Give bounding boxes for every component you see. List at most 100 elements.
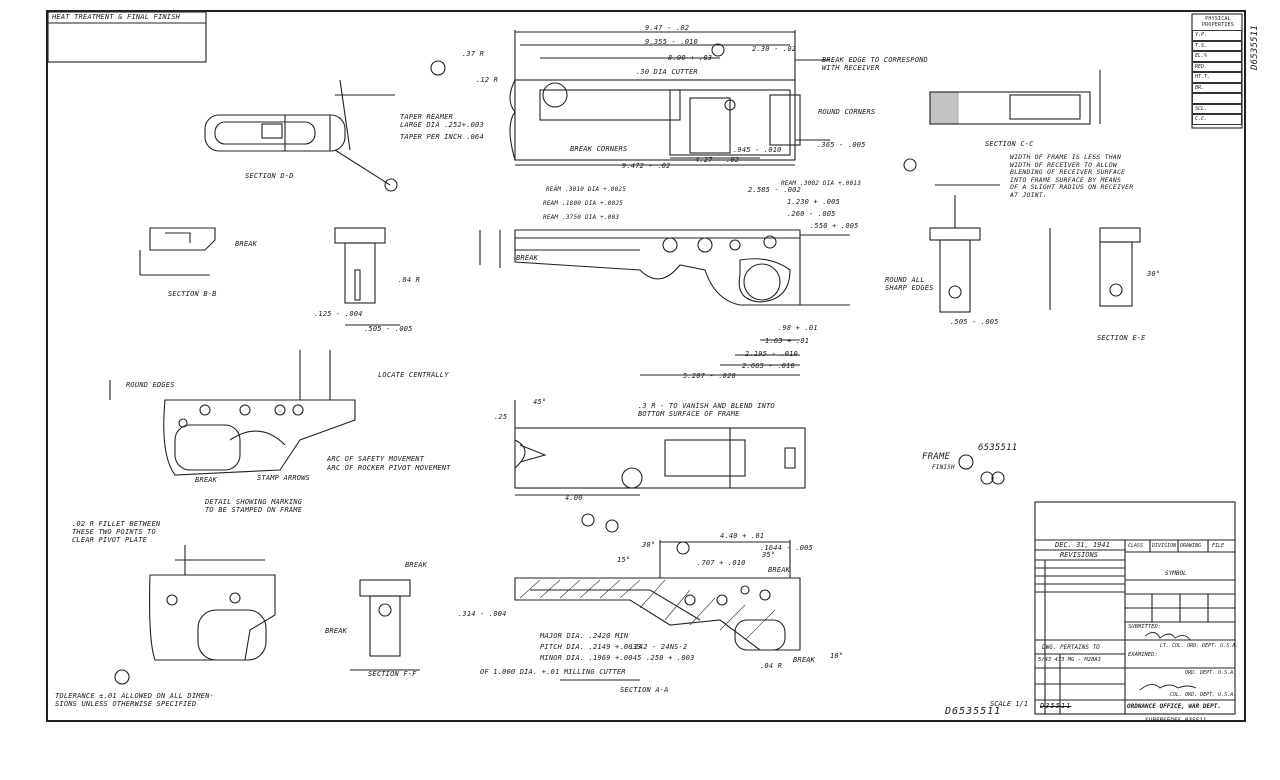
note-dia-cutter: .30 DIA CUTTER — [636, 68, 698, 76]
dim-25: .25 — [494, 413, 508, 421]
dim-945: .945 - .010 — [733, 146, 782, 154]
note-locate-centrally: LOCATE CENTRALLY — [378, 371, 449, 379]
title-block-lines — [1034, 501, 1236, 715]
title-pertains-value: 5/43 433 MG - M2BAI — [1038, 657, 1101, 663]
note-thread: .242 - 24NS-2 — [630, 643, 688, 651]
section-c-c-view — [929, 70, 1101, 125]
note-ream-3750: REAM .3750 DIA +.003 — [543, 214, 620, 221]
title-lt-col: LT. COL. ORD. DEPT. U.S.A. — [1160, 643, 1239, 649]
title-submitted: SUBMITTED: — [1128, 624, 1162, 630]
dim-125: .125 - .004 — [314, 310, 363, 318]
dim-505-right: .505 - .005 — [950, 318, 999, 326]
dim-9-47: 9.47 - .02 — [645, 24, 690, 32]
note-vanish: .3 R - TO VANISH AND BLEND INTO BOTTOM S… — [638, 402, 775, 418]
dim-250: .250 + .003 — [646, 654, 695, 662]
properties-row: SCL. — [1192, 103, 1242, 114]
dim-314: .314 - .004 — [458, 610, 507, 618]
dim-1-230: 1.230 + .005 — [787, 198, 840, 206]
small-front-view — [334, 227, 400, 326]
dim-35deg: 35° — [762, 551, 776, 559]
note-arc-safety: ARC OF SAFETY MOVEMENT — [327, 455, 425, 463]
note-arc-rocker: ARC OF ROCKER PIVOT MOVEMENT — [327, 464, 451, 472]
note-milling-cutter: OF 1.000 DIA. +.01 MILLING CUTTER — [480, 668, 626, 676]
note-round-corners: ROUND CORNERS — [818, 108, 876, 116]
properties-row: T.S. — [1192, 40, 1242, 51]
detail-marking-view — [109, 350, 356, 476]
note-round-edges: ROUND EDGES — [126, 381, 175, 389]
dim-37r: .37 R — [462, 50, 485, 58]
title-ord-dept: ORD. DEPT. U.S.A. — [1185, 670, 1237, 676]
section-a-a-label: SECTION A-A — [620, 686, 669, 694]
dim-2-195: 2.195 - .010 — [745, 350, 798, 358]
circle-2 — [980, 471, 994, 485]
note-break-side: BREAK — [516, 254, 539, 262]
note-ream-3010: REAM .3010 DIA +.0025 — [546, 186, 627, 193]
dim-365: .365 - .005 — [817, 141, 866, 149]
frame-label: FRAME — [922, 452, 951, 462]
dim-04r: .04 R — [398, 276, 421, 284]
dim-4-40: 4.40 + .01 — [720, 532, 765, 540]
dim-98: .98 + .01 — [778, 324, 818, 332]
dim-2-30: 2.30 - .02 — [752, 45, 797, 53]
dim-260: .260 - .005 — [787, 210, 836, 218]
balloon-1-dd — [384, 178, 398, 192]
properties-row — [1192, 93, 1242, 104]
properties-row: BR. — [1192, 82, 1242, 93]
title-symbol: SYMBOL — [1165, 570, 1187, 577]
section-e-e-label: SECTION E-E — [1097, 334, 1146, 342]
note-detail-marking: DETAIL SHOWING MARKING TO BE STAMPED ON … — [205, 498, 303, 514]
title-date: DEC. 31, 1941 — [1055, 541, 1110, 549]
note-minor-dia: MINOR DIA. .1969 +.0045 — [540, 654, 642, 662]
note-pitch-dia: PITCH DIA. .2149 +.0033 — [540, 643, 642, 651]
note-taper-reamer: TAPER REAMER LARGE DIA .252+.003 — [400, 113, 484, 129]
note-break-aa-lower: BREAK — [793, 656, 816, 664]
dim-04r-aa: .04 R — [760, 662, 783, 670]
dim-1-63: 1.63 + .01 — [765, 337, 810, 345]
dim-550: .550 + .005 — [810, 222, 859, 230]
note-break-detail: BREAK — [195, 476, 218, 484]
dim-45deg: 45° — [533, 398, 547, 406]
title-ordnance-office: ORDNANCE OFFICE, WAR DEPT. — [1127, 703, 1221, 710]
section-e-e-view — [1099, 227, 1141, 307]
note-break-corners: BREAK CORNERS — [570, 145, 628, 153]
dim-4-00: 4.00 — [565, 494, 583, 502]
balloon-1-bottom — [581, 513, 595, 527]
frame-finish-label: FINISH — [932, 464, 955, 471]
properties-row: RED. — [1192, 61, 1242, 72]
note-ream-1800: REAM .1800 DIA +.0025 — [543, 200, 624, 207]
title-file-header: FILE — [1212, 543, 1225, 549]
section-b-b-view — [139, 227, 216, 276]
dim-15deg: 15° — [617, 556, 631, 564]
vertical-drawing-number: D6535511 — [1250, 25, 1260, 70]
note-break-edge: BREAK EDGE TO CORRESPOND WITH RECEIVER — [822, 56, 928, 72]
note-tolerance: TOLERANCE ±.01 ALLOWED ON ALL DIMEN- SIO… — [55, 692, 214, 708]
note-fillet: .02 R FILLET BETWEEN THESE TWO POINTS TO… — [72, 520, 161, 544]
balloon-1-cc — [903, 158, 917, 172]
heat-treatment-box — [47, 11, 207, 63]
balloon-2-aa — [605, 519, 619, 533]
section-middle-view — [929, 184, 1051, 313]
dim-707: .707 + .010 — [697, 559, 746, 567]
section-f-f-label: SECTION F-F — [368, 670, 417, 678]
title-division-header: DIVISION — [1152, 543, 1177, 549]
circle-1 — [991, 471, 1005, 485]
balloon-1-tolerance — [114, 669, 130, 685]
dim-9-355: 9.355 - .010 — [645, 38, 698, 46]
title-supersedes: SUPERSEDES 035511 — [1145, 717, 1207, 724]
dim-4-27: 4.27 - .02 — [695, 156, 740, 164]
drawing-sheet — [46, 10, 1246, 722]
note-width-of-frame: WIDTH OF FRAME IS LESS THAN WIDTH OF REC… — [1010, 153, 1134, 199]
bottom-view — [514, 400, 806, 496]
properties-row: C.C. — [1192, 114, 1242, 125]
title-dwg-number: D6535511 — [945, 706, 1002, 717]
dim-5-207: 5.207 - .020 — [683, 372, 736, 380]
note-major-dia: MAJOR DIA. .2420 MIN — [540, 632, 629, 640]
title-examined: EXAMINED: — [1128, 652, 1158, 658]
title-pertains-to: DWG. PERTAINS TO — [1042, 644, 1100, 651]
section-c-c-label: SECTION C-C — [985, 140, 1034, 148]
note-break-ff: BREAK — [405, 561, 428, 569]
dim-12r: .12 R — [476, 76, 499, 84]
dim-2-585: 2.585 - .002 — [748, 186, 801, 194]
section-d-d-view — [204, 79, 395, 186]
